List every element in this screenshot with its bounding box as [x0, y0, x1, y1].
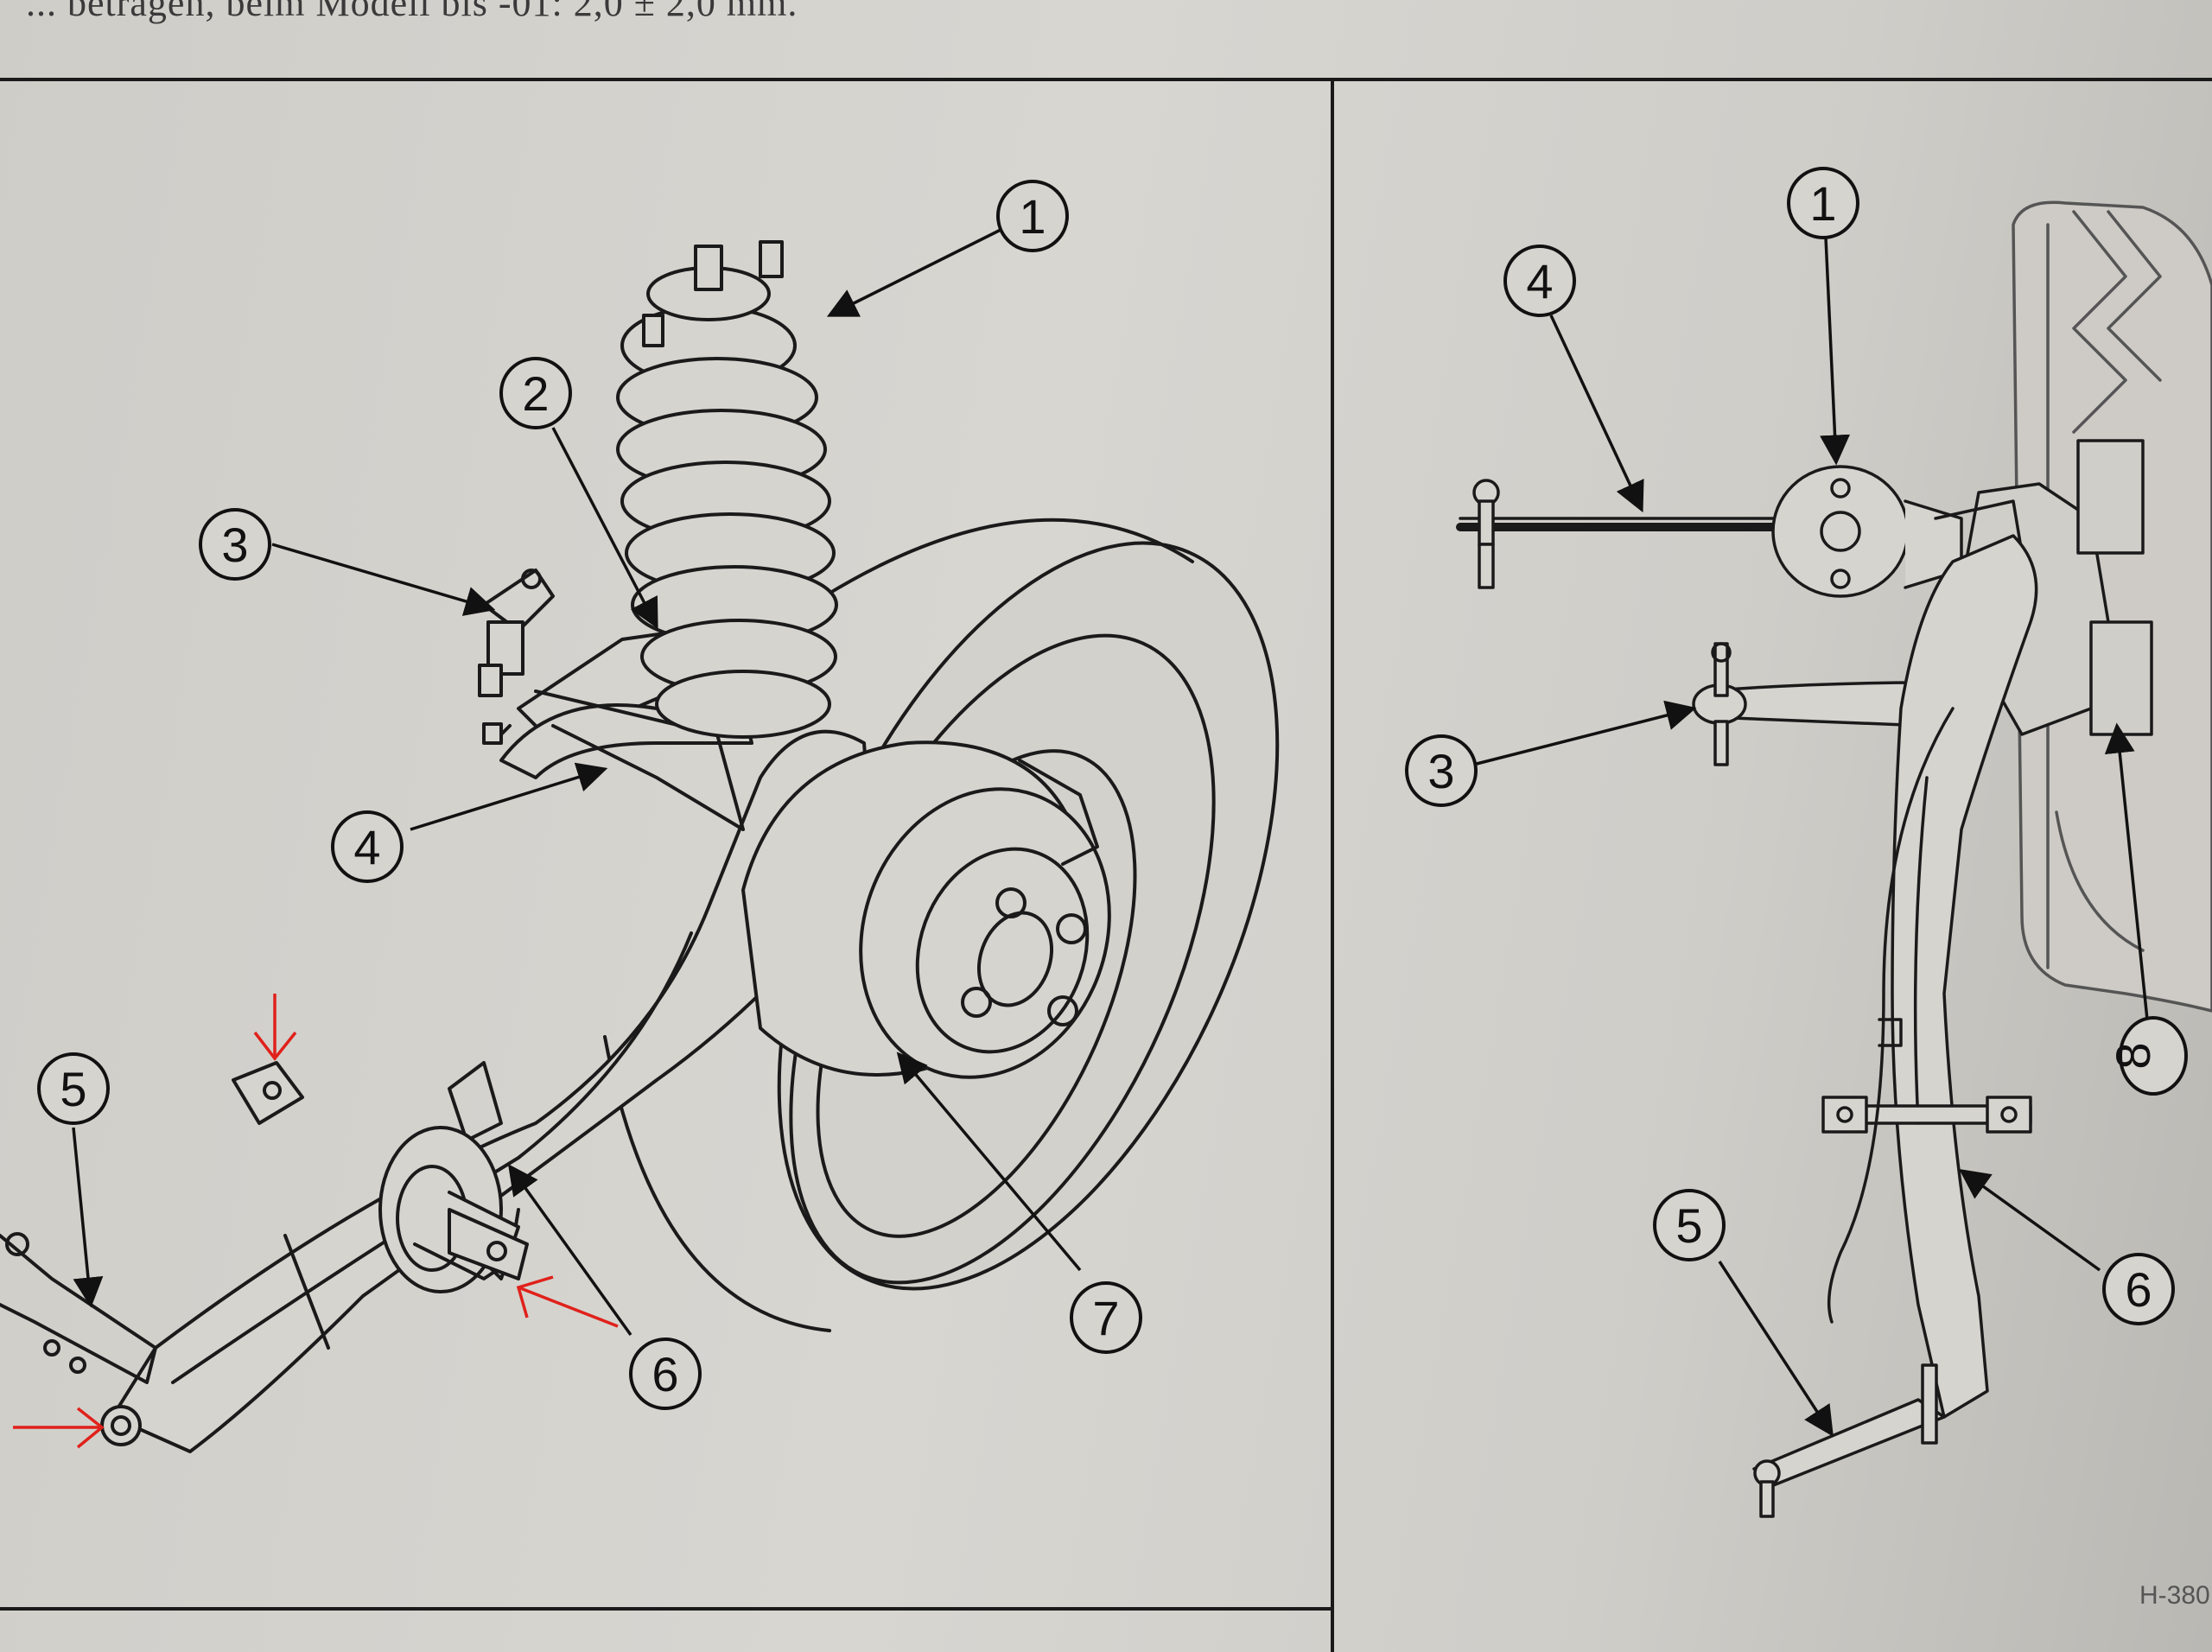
red-arrow-top	[253, 994, 297, 1061]
left-leaders	[72, 227, 1082, 1337]
page-top-text: ... betragen, beim Modell bis -01: 2,0 ±…	[26, 0, 798, 24]
lateral-link-5	[0, 1232, 157, 1384]
left-callout-3: 3	[199, 508, 271, 581]
left-callout-5: 5	[37, 1052, 110, 1125]
svg-text:4: 4	[353, 820, 380, 874]
left-illustration	[0, 240, 1280, 1453]
right-leaders	[1472, 237, 2149, 1437]
hub-brake	[741, 740, 1111, 1079]
svg-text:7: 7	[1092, 1291, 1119, 1345]
coil-spring	[616, 240, 838, 739]
right-callout-5: 5	[1653, 1189, 1726, 1261]
right-callout-8: 8	[2106, 1016, 2188, 1096]
left-callout-4: 4	[331, 810, 404, 883]
figure-code: H-3801	[2139, 1581, 2212, 1610]
svg-text:3: 3	[1427, 744, 1454, 798]
right-callout-1: 1	[1787, 167, 1859, 239]
right-callout-6: 6	[2102, 1253, 2175, 1325]
trailing-arm	[100, 729, 874, 1453]
link-5	[1752, 1363, 1946, 1518]
svg-text:4: 4	[1526, 254, 1553, 308]
right-callout-3: 3	[1405, 734, 1478, 807]
right-illustration	[1456, 200, 2212, 1518]
svg-text:2: 2	[522, 366, 549, 421]
svg-text:3: 3	[221, 518, 248, 572]
left-callout-6: 6	[629, 1337, 702, 1410]
svg-text:5: 5	[60, 1062, 86, 1116]
svg-text:8: 8	[2106, 1042, 2160, 1069]
trailing-arm-top-view	[1821, 534, 2038, 1419]
svg-text:6: 6	[652, 1347, 678, 1401]
left-callout-1: 1	[996, 180, 1069, 252]
svg-text:6: 6	[2125, 1262, 2152, 1317]
svg-text:1: 1	[1809, 176, 1836, 231]
left-callout-7: 7	[1070, 1281, 1142, 1354]
svg-text:5: 5	[1675, 1198, 1702, 1253]
red-arrow-bracket	[516, 1275, 619, 1328]
left-callout-2: 2	[499, 357, 572, 429]
svg-text:1: 1	[1019, 189, 1046, 244]
right-callout-4: 4	[1503, 245, 1576, 317]
upper-arm-1	[1456, 465, 2024, 598]
red-annotation-arrows	[13, 994, 619, 1449]
red-arrow-bolt	[13, 1407, 105, 1449]
panel-frame	[0, 78, 2212, 1652]
